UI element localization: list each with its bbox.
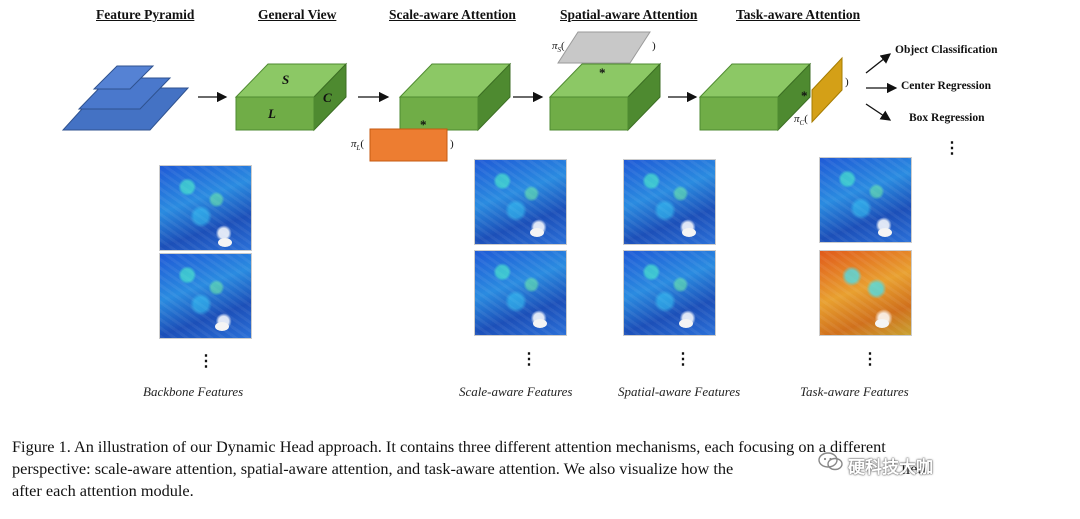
spatial-heatmap-1	[623, 159, 716, 245]
backbone-heatmap-2	[159, 253, 252, 339]
spatial-more-ellipsis: ⋮	[675, 351, 691, 368]
wechat-icon	[818, 452, 843, 471]
pi-l-close-paren: )	[450, 138, 454, 150]
header-general-view: General View	[258, 7, 337, 22]
header-task-aware-attention: Task-aware Attention	[736, 7, 861, 22]
output-center-regression: Center Regression	[901, 80, 991, 92]
scale-more-ellipsis: ⋮	[521, 351, 537, 368]
sheep-blob	[679, 319, 693, 328]
backbone-more-ellipsis: ⋮	[198, 353, 214, 370]
caption-line-3: after each attention module.	[12, 481, 194, 500]
sheep-blob	[878, 228, 892, 237]
scale-star: *	[420, 117, 427, 132]
pyramid-layer-top	[92, 65, 155, 90]
task-more-ellipsis: ⋮	[862, 351, 878, 368]
feature-pyramid-layers	[61, 65, 190, 131]
spatial-heatmap-2	[623, 250, 716, 336]
cube-label-c: C	[323, 90, 332, 105]
caption-backbone-features: Backbone Features	[143, 384, 244, 399]
pipeline-diagram	[61, 31, 898, 162]
pi-s-close-paren: )	[652, 40, 656, 52]
output-box-regression: Box Regression	[909, 112, 985, 124]
sheep-blob	[875, 319, 889, 328]
cube-label-s: S	[282, 72, 290, 87]
sheep-blob	[530, 228, 544, 237]
general-view-cube	[234, 62, 348, 132]
task-heatmap-1	[819, 157, 912, 243]
header-feature-pyramid: Feature Pyramid	[96, 7, 195, 22]
scale-aware-cube	[398, 62, 512, 132]
scale-heatmap-1	[474, 159, 567, 245]
pi-c-close-paren: )	[845, 76, 849, 88]
watermark-text: 硬科技大咖	[848, 458, 933, 478]
task-attention-plane	[811, 56, 843, 124]
arrow-object-classification	[865, 53, 892, 74]
sheep-blob	[533, 319, 547, 328]
backbone-heatmap-1	[159, 165, 252, 251]
task-aware-cube	[698, 62, 812, 132]
header-scale-aware-attention: Scale-aware Attention	[389, 7, 516, 22]
header-spatial-aware-attention: Spatial-aware Attention	[560, 7, 698, 22]
figure-caption: Figure 1. An illustration of our Dynamic…	[12, 436, 1068, 502]
output-object-classification: Object Classification	[895, 44, 998, 56]
sheep-blob	[215, 322, 229, 331]
caption-spatial-aware-features: Spatial-aware Features	[618, 384, 741, 399]
spatial-attention-plane	[557, 31, 651, 64]
caption-line-2: perspective: scale-aware attention, spat…	[12, 459, 926, 478]
sheep-blob	[218, 238, 232, 247]
output-more-ellipsis: ⋮	[944, 140, 960, 157]
task-star: *	[801, 88, 808, 103]
pi-l-symbol: πL(	[351, 138, 365, 153]
scale-heatmap-2	[474, 250, 567, 336]
scale-attention-block	[369, 128, 448, 162]
spatial-aware-cube	[548, 62, 662, 132]
pi-c-symbol: πC(	[794, 113, 808, 128]
caption-task-aware-features: Task-aware Features	[800, 384, 909, 399]
arrow-box-regression	[865, 103, 892, 121]
caption-scale-aware-features: Scale-aware Features	[459, 384, 573, 399]
spatial-star: *	[599, 65, 606, 80]
cube-label-l: L	[268, 106, 276, 121]
sheep-blob	[682, 228, 696, 237]
task-heatmap-2	[819, 250, 912, 336]
pi-s-symbol: πS(	[552, 40, 565, 55]
caption-line-1: Figure 1. An illustration of our Dynamic…	[12, 437, 886, 456]
